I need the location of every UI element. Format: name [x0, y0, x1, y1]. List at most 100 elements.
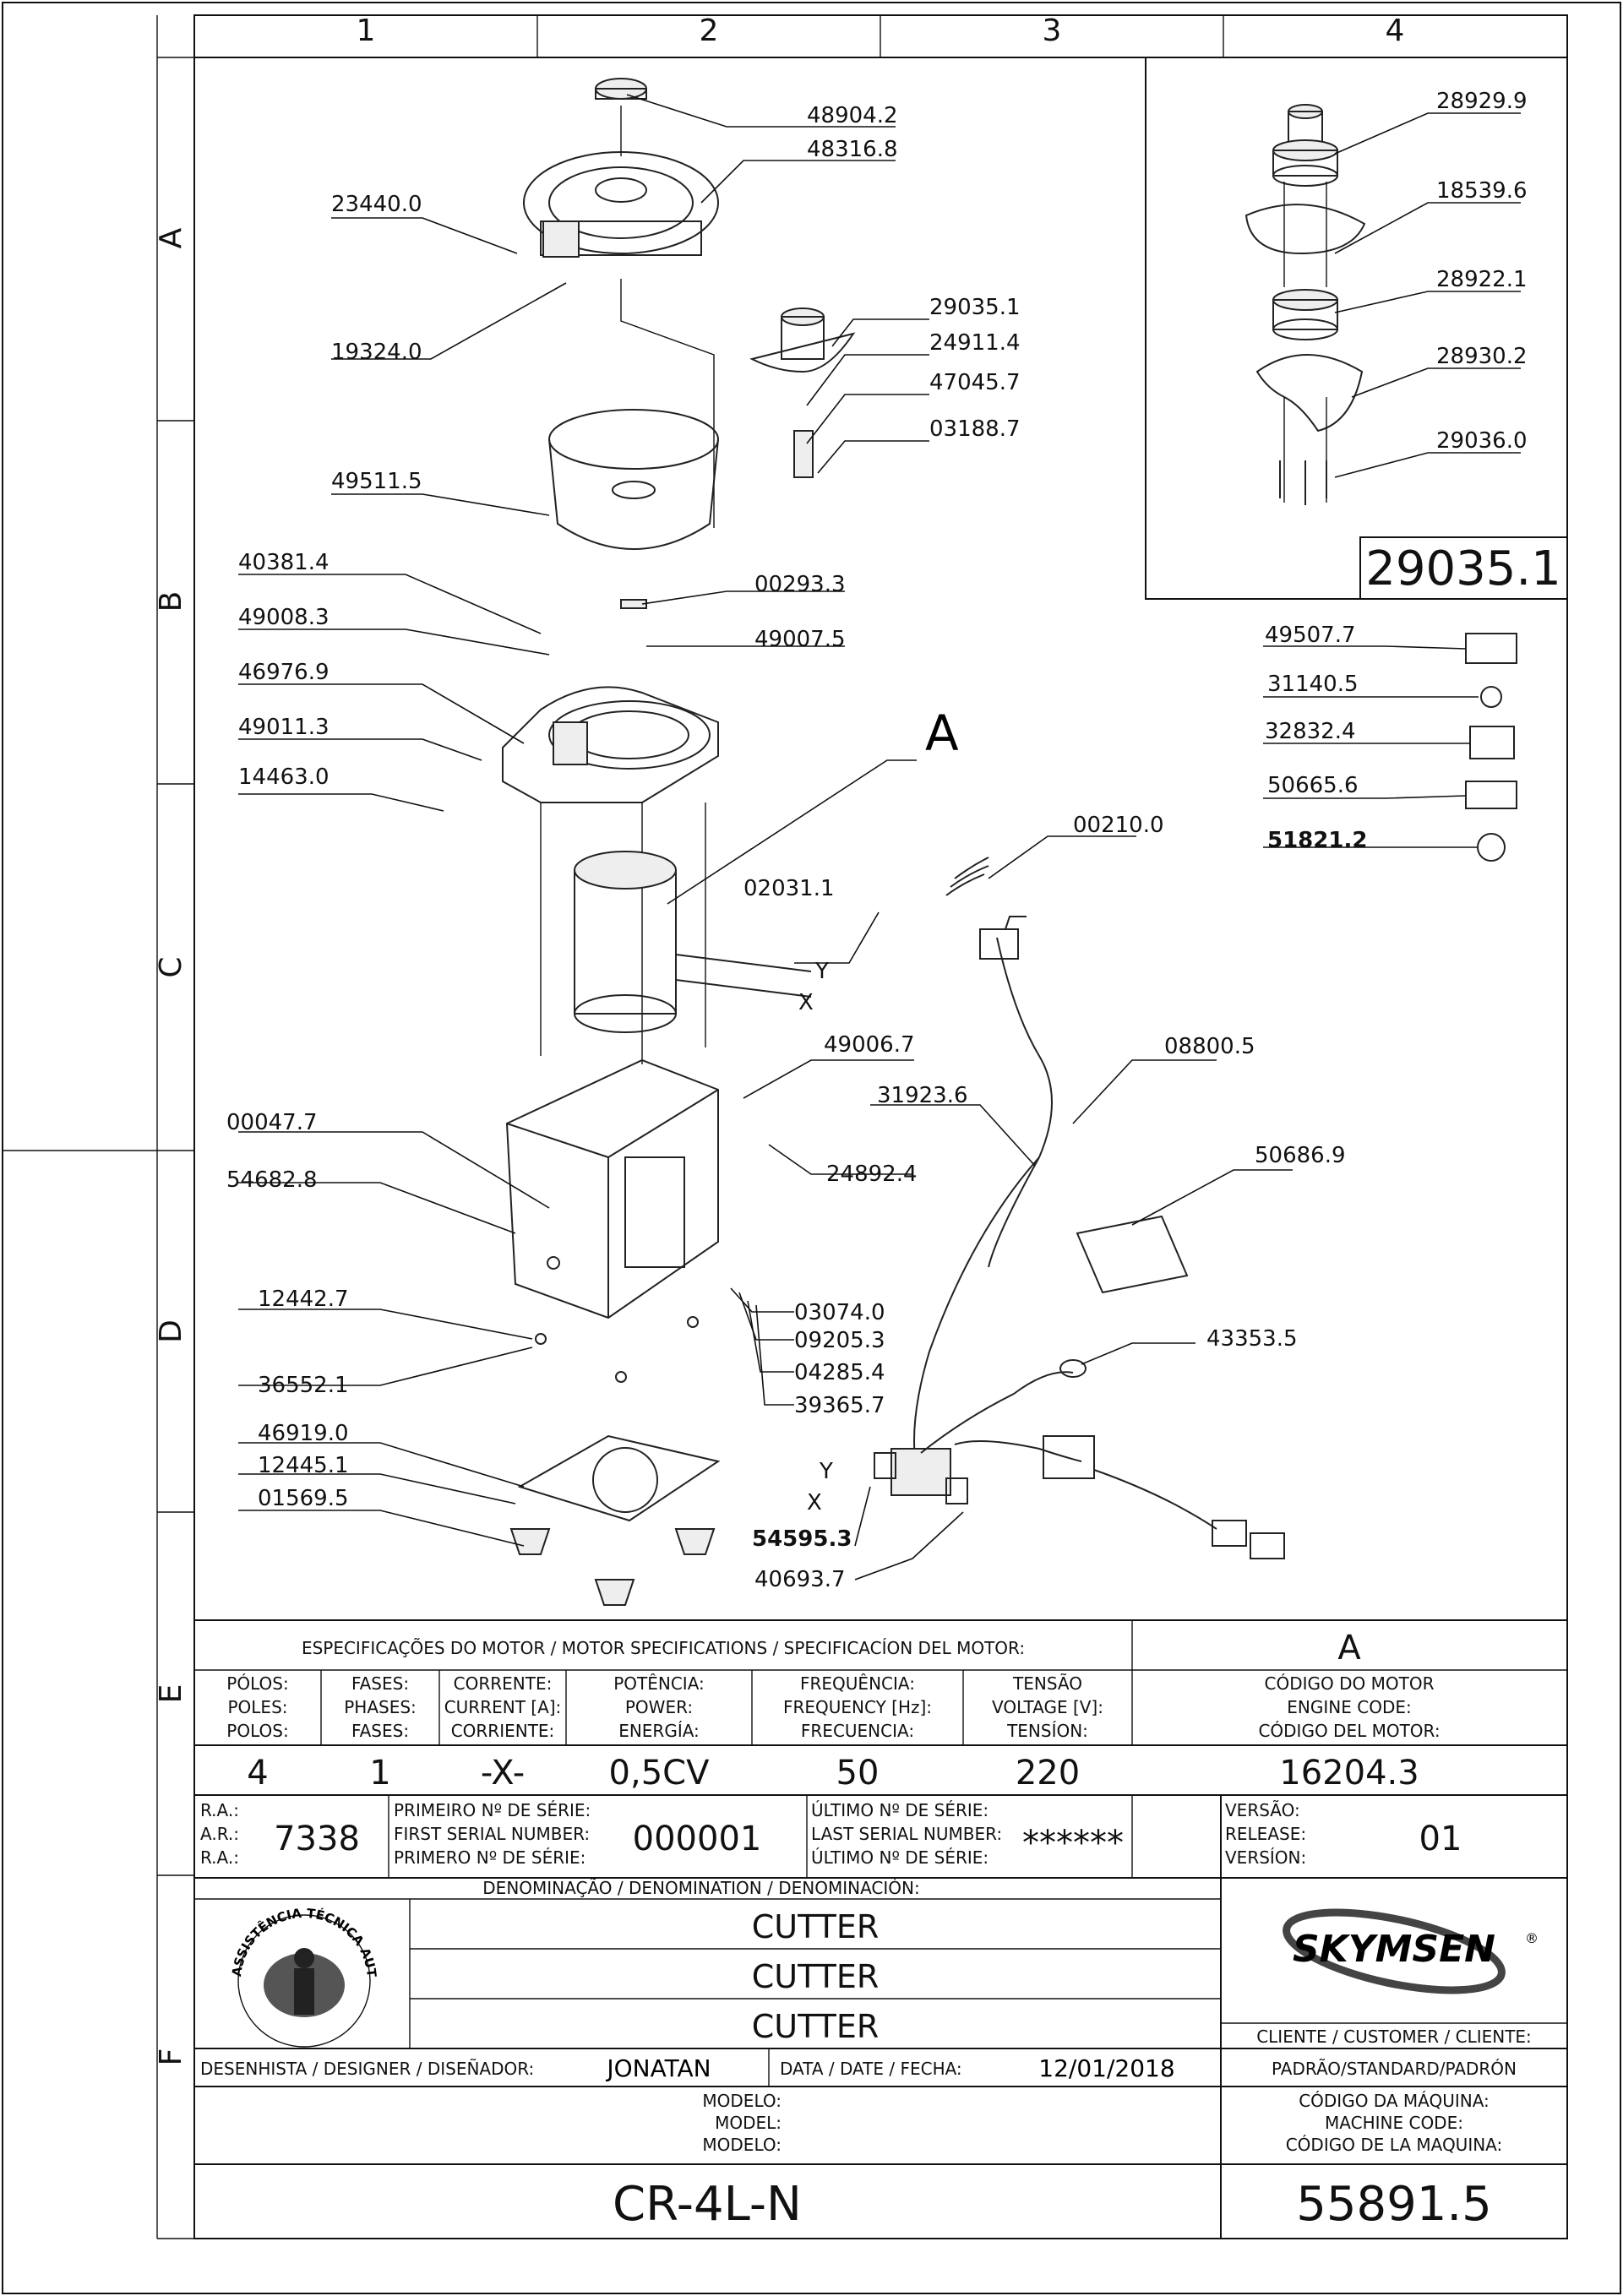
svg-text:FASES:: FASES:: [351, 1673, 409, 1694]
svg-text:RELEASE:: RELEASE:: [1225, 1824, 1306, 1844]
part-14463-0: 14463.0: [238, 764, 330, 790]
svg-text:POWER:: POWER:: [625, 1697, 693, 1717]
motor-spec-title: ESPECIFICAÇÕES DO MOTOR / MOTOR SPECIFIC…: [302, 1638, 1025, 1658]
part-02031-1: 02031.1: [743, 876, 835, 901]
svg-text:CÓDIGO DA MÁQUINA:: CÓDIGO DA MÁQUINA:: [1299, 2091, 1490, 2111]
svg-text:CÓDIGO DO MOTOR: CÓDIGO DO MOTOR: [1265, 1673, 1435, 1694]
part-leaders: [238, 94, 1479, 1581]
date-value: 12/01/2018: [1038, 2054, 1174, 2082]
ra-value: 7338: [274, 1820, 360, 1858]
part-29035-1: 29035.1: [929, 295, 1021, 320]
part-49008-3: 49008.3: [238, 605, 330, 630]
spec-current: -X-: [481, 1754, 525, 1793]
part-39365-7: 39365.7: [794, 1393, 885, 1418]
part-50686-9: 50686.9: [1255, 1143, 1346, 1168]
title-block: [194, 1619, 1567, 2239]
label-32832-4: 32832.4: [1265, 719, 1356, 744]
spec-frequency: 50: [836, 1754, 880, 1793]
svg-text:ÚLTIMO Nº DE SÉRIE:: ÚLTIMO Nº DE SÉRIE:: [811, 1847, 989, 1868]
svg-text:R.A.:: R.A.:: [200, 1847, 239, 1868]
zone-row-e: E: [154, 1684, 188, 1704]
skymsen-logo: SKYMSEN ®: [1283, 1908, 1539, 1994]
svg-text:CÓDIGO DE LA MAQUINA:: CÓDIGO DE LA MAQUINA:: [1286, 2135, 1503, 2155]
spec-power: 0,5CV: [609, 1754, 711, 1793]
zone-row-b: B: [154, 591, 188, 612]
svg-text:R.A.:: R.A.:: [200, 1800, 239, 1820]
date-label: DATA / DATE / FECHA:: [780, 2059, 962, 2079]
detail-reference: 29035.1: [1365, 541, 1561, 596]
svg-text:CURRENT [A]:: CURRENT [A]:: [444, 1697, 562, 1717]
zone-row-f: F: [154, 2048, 188, 2066]
part-19324-0: 19324.0: [331, 340, 422, 365]
spec-headers: PÓLOS: POLES: POLOS: FASES: PHASES: FASE…: [226, 1673, 1440, 1741]
zone-col-1: 1: [357, 14, 376, 48]
svg-text:ENERGÍA:: ENERGÍA:: [618, 1721, 700, 1741]
svg-text:ASSISTÊNCIA TÉCNICA AUTORIZADA: ASSISTÊNCIA TÉCNICA AUTORIZADA: [0, 0, 379, 1978]
customer-label: CLIENTE / CUSTOMER / CLIENTE:: [1256, 2027, 1532, 2047]
part-49511-5: 49511.5: [331, 469, 422, 494]
svg-text:VERSÃO:: VERSÃO:: [1225, 1800, 1300, 1820]
part-48904-2: 48904.2: [807, 103, 898, 128]
denomination-en: CUTTER: [752, 1958, 880, 1995]
blade-assembly-detail: [1244, 104, 1366, 505]
detail-box: [1145, 57, 1568, 600]
svg-text:FASES:: FASES:: [351, 1721, 409, 1741]
part-54595-3: 54595.3: [752, 1526, 852, 1552]
detail-callout-letter: A: [925, 705, 959, 762]
main-exploded-view: [502, 78, 1517, 1606]
model-value: CR-4L-N: [613, 2177, 802, 2232]
part-24892-4: 24892.4: [826, 1162, 918, 1187]
version-value: 01: [1419, 1820, 1462, 1858]
svg-text:®: ®: [1525, 1930, 1539, 1946]
svg-text:A.R.:: A.R.:: [200, 1824, 239, 1844]
wire-mark-x: X: [798, 990, 814, 1015]
part-49011-3: 49011.3: [238, 715, 330, 740]
part-40381-4: 40381.4: [238, 550, 330, 575]
designer-label: DESENHISTA / DESIGNER / DISEÑADOR:: [200, 2059, 534, 2079]
svg-text:VERSÍON:: VERSÍON:: [1225, 1847, 1306, 1868]
part-03188-7: 03188.7: [929, 416, 1021, 442]
zone-row-c: C: [154, 956, 188, 977]
motor-detail-ref: A: [1337, 1629, 1361, 1668]
part-43353-5: 43353.5: [1206, 1326, 1298, 1352]
part-23440-0: 23440.0: [331, 192, 422, 217]
part-03074-0: 03074.0: [794, 1300, 885, 1325]
part-00210-0: 00210.0: [1073, 813, 1164, 838]
zone-row-a: A: [154, 227, 188, 248]
denomination-header: DENOMINAÇÃO / DENOMINATION / DENOMINACIÓ…: [482, 1878, 919, 1898]
part-12445-1: 12445.1: [258, 1453, 349, 1478]
svg-text:POLES:: POLES:: [227, 1697, 287, 1717]
label-50665-6: 50665.6: [1267, 773, 1359, 798]
part-40693-7: 40693.7: [754, 1567, 846, 1592]
svg-text:TENSÃO: TENSÃO: [1012, 1673, 1082, 1694]
part-36552-1: 36552.1: [258, 1373, 349, 1398]
svg-text:TENSÍON:: TENSÍON:: [1006, 1721, 1088, 1741]
spec-engine-code: 16204.3: [1279, 1754, 1419, 1793]
part-48316-8: 48316.8: [807, 137, 898, 162]
svg-text:MACHINE CODE:: MACHINE CODE:: [1325, 2113, 1463, 2133]
zone-row-d: D: [154, 1319, 188, 1343]
serial-row: R.A.: A.R.: R.A.: 7338 PRIMEIRO Nº DE SÉ…: [200, 1800, 1462, 1868]
machine-code-value: 55891.5: [1296, 2177, 1492, 2232]
svg-text:MODEL:: MODEL:: [715, 2113, 782, 2133]
detail-part-4: 28930.2: [1436, 344, 1528, 369]
svg-text:PRIMEIRO Nº DE SÉRIE:: PRIMEIRO Nº DE SÉRIE:: [394, 1800, 591, 1820]
svg-text:FIRST SERIAL NUMBER:: FIRST SERIAL NUMBER:: [394, 1824, 590, 1844]
part-46976-9: 46976.9: [238, 660, 330, 685]
last-serial-value: ******: [1022, 1824, 1124, 1863]
part-49007-5: 49007.5: [754, 627, 846, 652]
svg-text:SKYMSEN: SKYMSEN: [1293, 1928, 1495, 1971]
part-49006-7: 49006.7: [824, 1032, 915, 1058]
part-08800-5: 08800.5: [1164, 1034, 1255, 1059]
label-49507-7: 49507.7: [1265, 623, 1356, 648]
svg-text:POLOS:: POLOS:: [226, 1721, 288, 1741]
part-04285-4: 04285.4: [794, 1360, 885, 1385]
part-00047-7: 00047.7: [226, 1110, 318, 1135]
zone-col-3: 3: [1043, 14, 1062, 48]
spec-phases: 1: [369, 1754, 390, 1793]
svg-text:POTÊNCIA:: POTÊNCIA:: [613, 1673, 705, 1694]
svg-text:FREQUENCY [Hz]:: FREQUENCY [Hz]:: [783, 1697, 932, 1717]
part-00293-3: 00293.3: [754, 572, 846, 597]
svg-text:VOLTAGE [V]:: VOLTAGE [V]:: [992, 1697, 1103, 1717]
svg-text:CÓDIGO DEL MOTOR:: CÓDIGO DEL MOTOR:: [1258, 1721, 1440, 1741]
